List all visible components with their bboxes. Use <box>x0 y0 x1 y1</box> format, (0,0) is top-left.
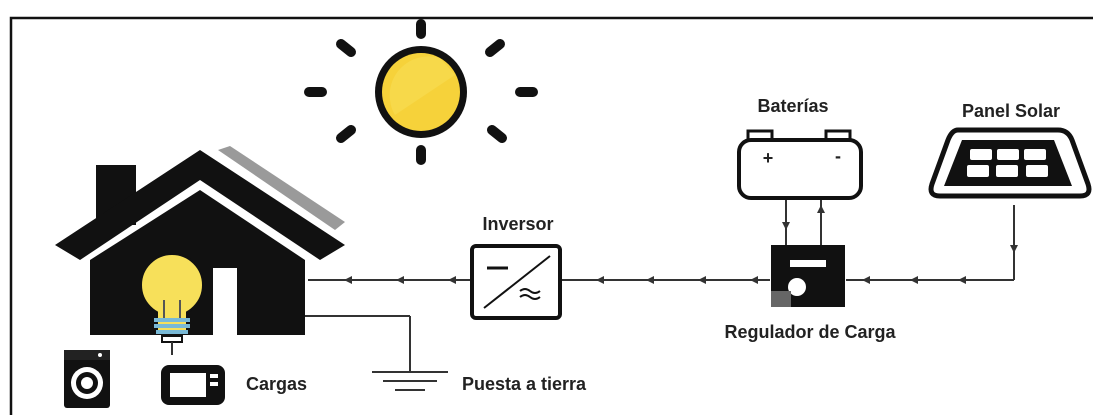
label-baterias: Baterías <box>757 96 828 116</box>
flow-arrows <box>344 205 1018 284</box>
label-cargas: Cargas <box>246 374 307 394</box>
washing-machine-icon <box>64 350 110 408</box>
roof-panel-icon <box>218 146 345 230</box>
label-inversor: Inversor <box>482 214 553 234</box>
wiring <box>305 198 1015 372</box>
battery-plus: + <box>763 148 774 168</box>
outer-border <box>9 16 1093 415</box>
solar-panel-icon <box>928 127 1092 199</box>
microwave-icon <box>161 365 225 405</box>
charge-regulator-icon <box>771 245 845 307</box>
label-puesta-tierra: Puesta a tierra <box>462 374 587 394</box>
bulb-icon <box>140 253 204 355</box>
ground-icon <box>372 371 448 391</box>
house-icon <box>55 146 345 335</box>
label-panel-solar: Panel Solar <box>962 101 1060 121</box>
inverter-icon <box>470 244 562 320</box>
battery-minus: - <box>835 146 841 166</box>
battery-icon: + - <box>737 129 863 200</box>
sun-icon <box>304 19 538 165</box>
label-regulador: Regulador de Carga <box>724 322 896 342</box>
